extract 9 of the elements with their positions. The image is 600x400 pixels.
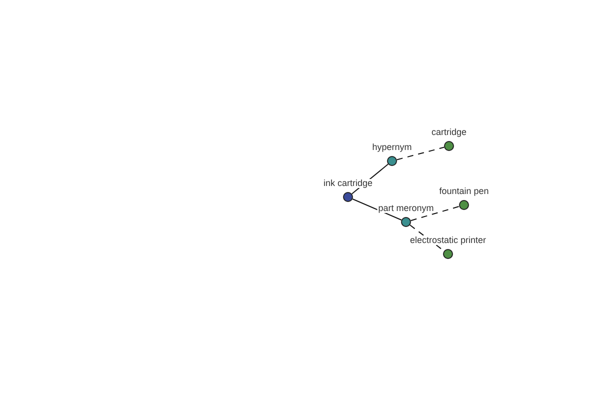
connector-line [352,198,402,221]
node-label: fountain pen [438,187,490,196]
node-label: ink cartridge [322,179,374,188]
connector-line [396,146,445,160]
connector-line [410,206,460,222]
node-label: part meronym [377,204,435,213]
node-label: electrostatic printer [408,236,488,245]
node-label: hypernym [371,143,413,152]
node-label: cartridge [430,128,468,137]
